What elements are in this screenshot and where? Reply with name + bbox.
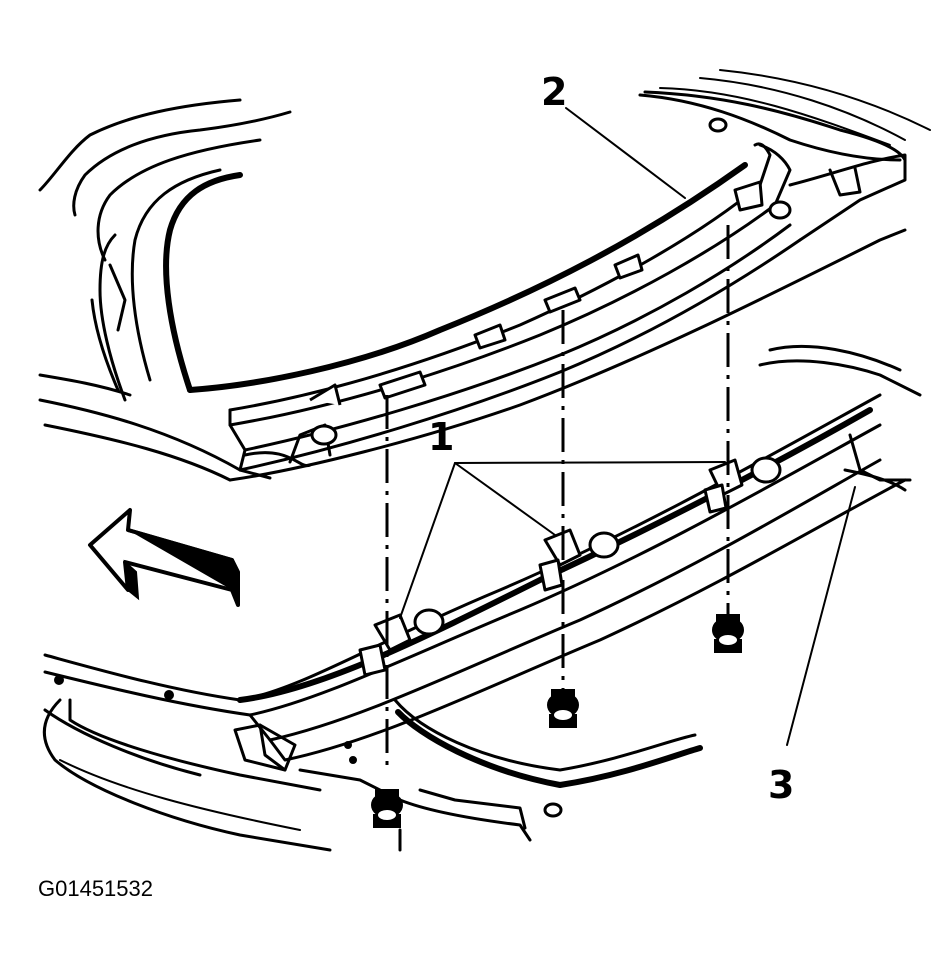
window-frame-outline	[38, 98, 292, 402]
leader-lines	[399, 107, 856, 746]
glass-edge	[187, 162, 748, 393]
bolt-icon	[371, 789, 404, 828]
forward-arrow-icon	[88, 508, 240, 607]
callout-3: 3	[768, 763, 794, 807]
bolt-icon	[712, 614, 745, 653]
upper-trim-molding	[38, 69, 931, 482]
alignment-lines	[385, 225, 730, 770]
callout-2: 2	[541, 70, 567, 114]
bolt-icon	[547, 689, 580, 728]
callout-1: 1	[428, 415, 454, 459]
retainer-blocks	[358, 456, 782, 677]
figure-id: G01451532	[38, 876, 153, 901]
lower-body-panel	[42, 344, 922, 852]
